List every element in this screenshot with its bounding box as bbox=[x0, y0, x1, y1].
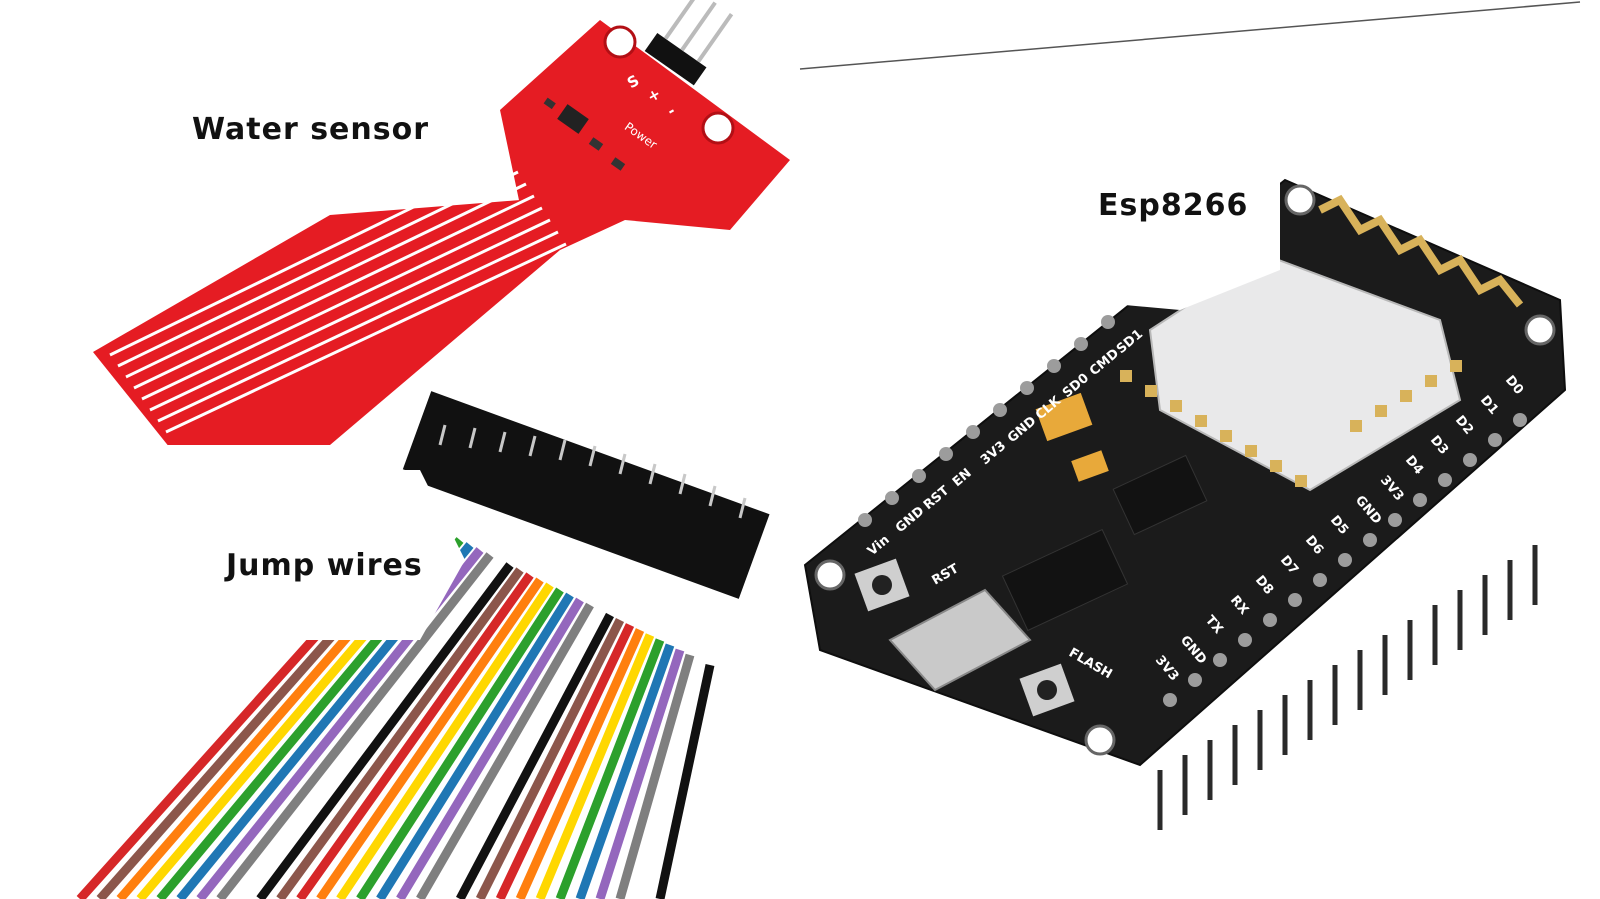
water-sensor-image: S + - Power bbox=[93, 0, 790, 448]
jump-wires-image bbox=[0, 391, 770, 899]
divider-line bbox=[799, 1, 1581, 70]
water-sensor-label: Water sensor bbox=[192, 112, 430, 147]
esp8266-label: Esp8266 bbox=[1098, 188, 1249, 223]
jump-wires-label: Jump wires bbox=[226, 548, 423, 583]
esp8266-image: Vin GND RST EN 3V3 GND CLK SD0 CMD SD1 D… bbox=[803, 120, 1567, 830]
